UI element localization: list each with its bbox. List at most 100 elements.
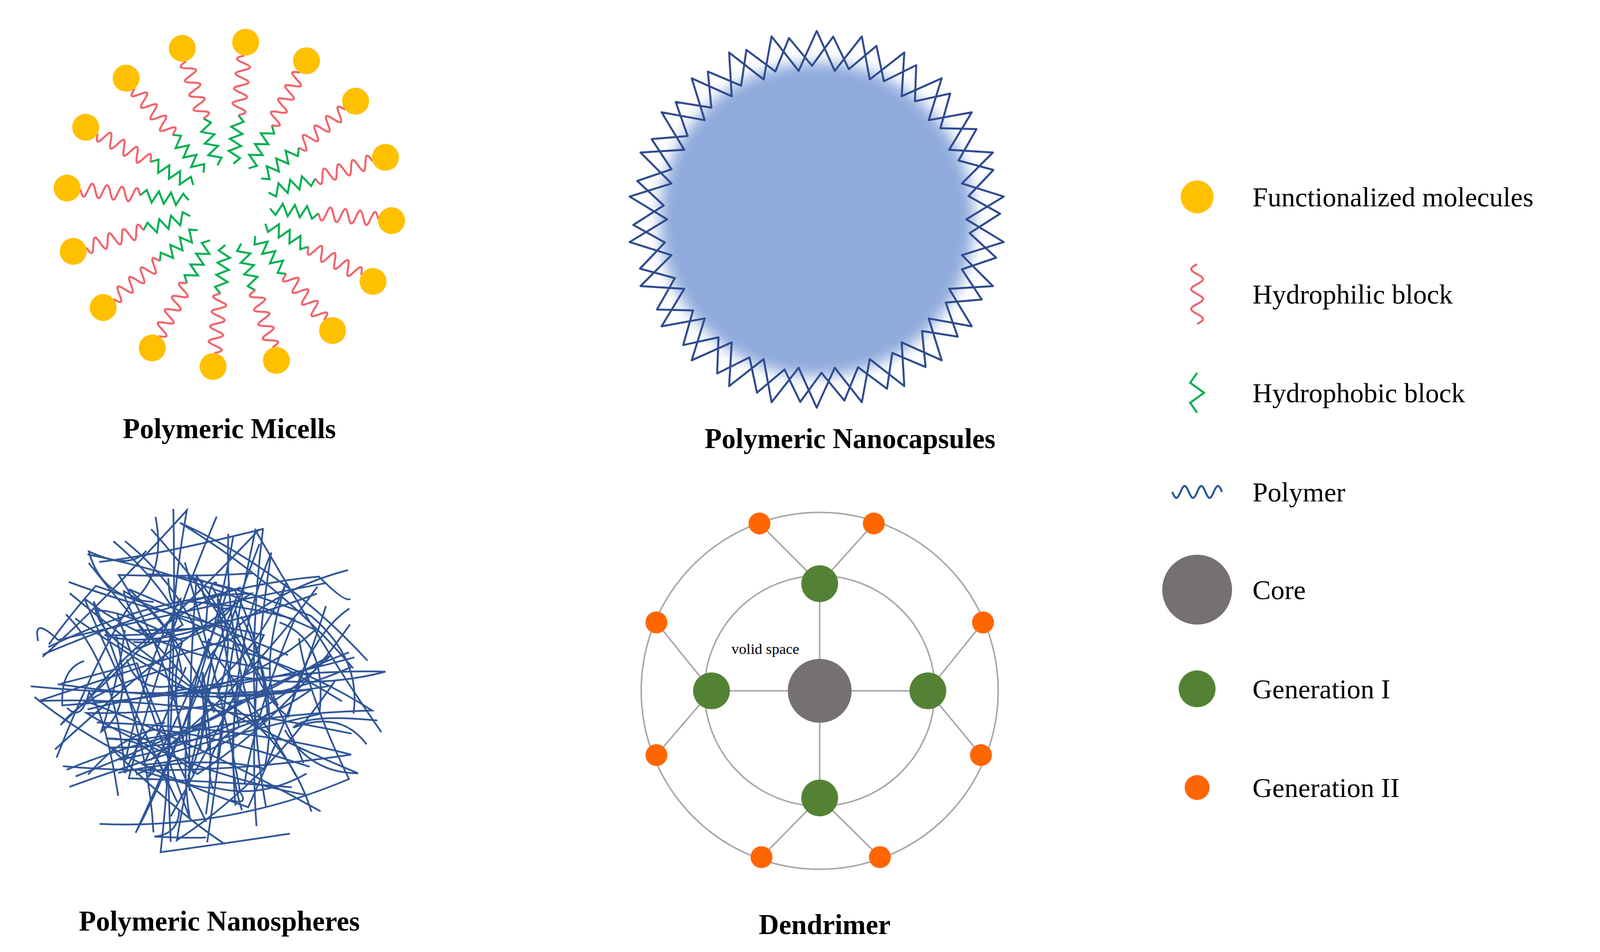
hydrophobic-block	[214, 245, 230, 294]
figure-caption: Polymeric Micells	[122, 412, 337, 445]
hydrophilic-block	[157, 282, 188, 338]
legend-swatch	[1178, 670, 1216, 708]
hydrophilic-block	[232, 55, 250, 116]
functional-molecule	[199, 353, 227, 380]
annotation: volid space	[729, 640, 802, 658]
generation-2	[862, 512, 885, 535]
hydrophobic-block	[172, 135, 205, 174]
functional-molecule	[377, 207, 405, 235]
functional-molecule	[138, 334, 166, 362]
legend-text: Hydrophilic block	[1252, 278, 1453, 311]
hydrophobic-block	[184, 240, 210, 284]
hydrophobic-block	[160, 229, 198, 262]
polymer-chain	[102, 624, 351, 775]
hydrophilic-block	[249, 290, 279, 348]
polymer-chain	[68, 582, 264, 817]
functional-molecule	[89, 294, 117, 322]
functional-molecule	[232, 28, 260, 56]
functional-molecule	[293, 47, 321, 75]
hydrophobic-block	[150, 159, 193, 185]
hydrophobic-block	[254, 236, 287, 275]
hydrophobic-block	[143, 212, 191, 233]
hydrophilic-block	[298, 106, 346, 152]
legend-text: Polymer	[1252, 476, 1346, 509]
polymer-chain	[62, 722, 352, 771]
legend-text: Hydrophobic block	[1252, 377, 1465, 409]
outer-shell	[641, 512, 999, 870]
generation-1	[801, 565, 839, 603]
hydrophilic-block	[315, 155, 373, 184]
functional-molecule	[359, 268, 387, 296]
polymer-chain	[127, 659, 334, 695]
legend-sample	[1190, 372, 1205, 413]
figure-caption: Polymeric Nanospheres	[78, 905, 360, 938]
generation-2	[969, 744, 992, 767]
hydrophobic-block	[265, 223, 309, 250]
hydrophobic-block	[140, 189, 189, 205]
generation-2	[645, 744, 668, 767]
functional-molecule	[371, 144, 399, 172]
functional-molecule	[319, 317, 347, 345]
generation-2	[972, 611, 995, 634]
hydrophilic-block	[283, 273, 328, 321]
hydrophilic-block	[307, 245, 362, 276]
generation-2	[750, 846, 773, 869]
polymer-chain	[88, 729, 310, 775]
generation-2	[645, 611, 668, 634]
hydrophilic-block	[318, 207, 378, 225]
core	[787, 659, 852, 723]
generation-1	[909, 672, 947, 710]
polymer-chain	[88, 563, 224, 844]
hydrophobic-block	[270, 203, 320, 219]
hydrophilic-block	[270, 71, 301, 127]
legend-text: Functionalized molecules	[1252, 181, 1534, 213]
hydrophilic-block	[80, 183, 141, 201]
hydrophilic-block	[208, 293, 226, 354]
hydrophobic-block	[228, 115, 244, 165]
functional-molecule	[72, 113, 100, 141]
legend-swatch	[1162, 554, 1233, 625]
legend-text: Core	[1252, 574, 1306, 606]
functional-molecule	[59, 237, 87, 265]
hydrophilic-block	[131, 88, 177, 136]
nanosphere-figure	[30, 509, 386, 853]
functional-molecule	[112, 64, 140, 92]
legend-text: Generation I	[1252, 673, 1391, 706]
legend-samples	[1162, 180, 1233, 801]
nanocapsule-figure	[629, 30, 1004, 408]
figure-caption: Polymeric Nanocapsules	[704, 422, 996, 455]
hydrophobic-block	[268, 176, 316, 197]
hydrophobic-block	[248, 125, 275, 169]
polymer-chain	[86, 667, 353, 796]
inner-shell	[704, 575, 935, 807]
functional-molecule	[169, 34, 196, 62]
polymer-chain	[61, 663, 207, 823]
hydrophobic-block	[237, 243, 258, 291]
hydrophilic-block	[86, 224, 144, 254]
polymer-chain	[128, 517, 292, 788]
hydrophilic-block	[180, 61, 209, 119]
functional-molecule	[262, 347, 290, 374]
capsule-core	[659, 62, 974, 377]
generation-2	[748, 512, 771, 535]
legend-swatch	[1180, 180, 1214, 214]
hydrophobic-block	[261, 147, 300, 180]
hydrophobic-block	[201, 118, 222, 166]
legend-text: Generation II	[1252, 772, 1400, 804]
legend-sample	[1191, 264, 1204, 325]
generation-1	[693, 672, 730, 710]
polymer-shell	[633, 36, 1001, 403]
generation-2	[869, 846, 891, 869]
hydrophilic-block	[96, 132, 151, 163]
functional-molecule	[53, 174, 81, 202]
functional-molecule	[342, 87, 369, 115]
hydrophilic-block	[113, 258, 161, 303]
legend-sample	[1172, 486, 1223, 499]
polymer-chain	[117, 613, 210, 820]
polymer-shell	[629, 30, 1004, 408]
legend-swatch	[1184, 775, 1210, 801]
polymer-chain	[293, 718, 378, 745]
polymer-chain	[136, 584, 230, 778]
polymer-chain	[125, 541, 349, 659]
